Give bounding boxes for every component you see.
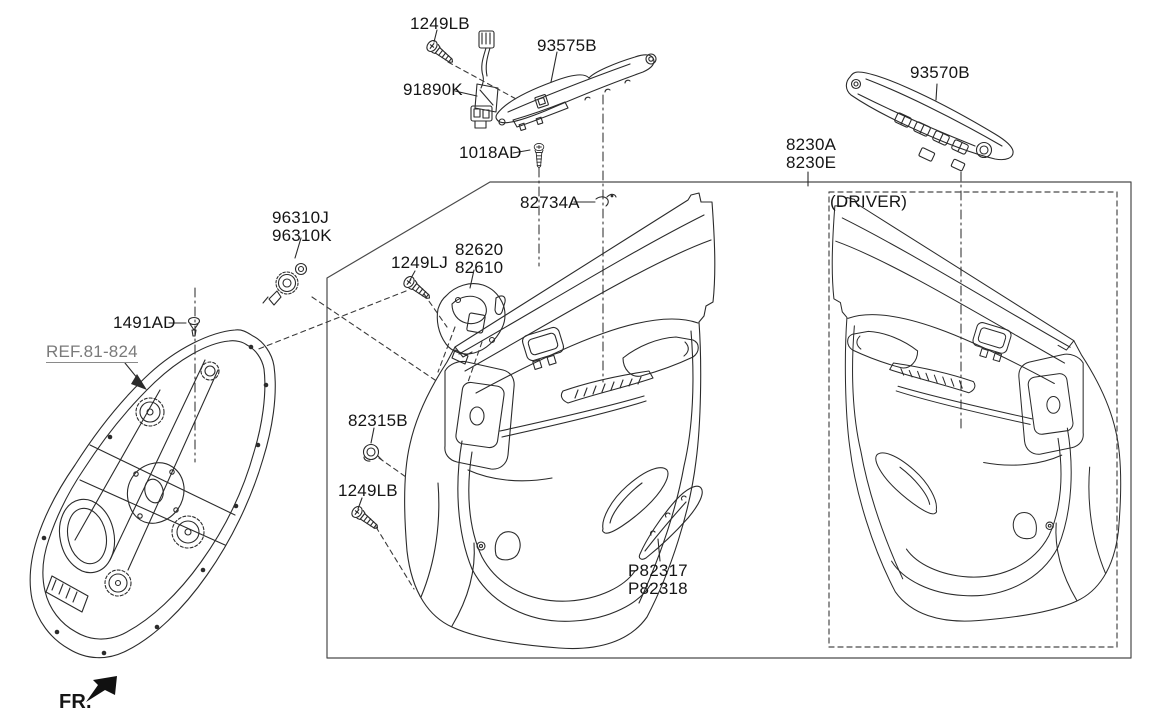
callout-ref-81-824: REF.81-824 (46, 342, 138, 363)
callout-1249lj: 1249LJ (391, 253, 448, 272)
regulator-gears (104, 361, 220, 597)
callout-8230e: 8230E (786, 153, 837, 172)
callout-p82318: P82318 (628, 579, 688, 598)
callout-96310j: 96310J (272, 208, 329, 227)
door-module-ref-drawing (29, 329, 276, 659)
callout-1491ad: 1491AD (113, 313, 176, 332)
callout-82734a: 82734A (520, 193, 580, 212)
callout-8230a: 8230A (786, 135, 837, 154)
callout-p82317: P82317 (628, 561, 688, 580)
mirror-switch-knob (975, 141, 993, 159)
callout-82610: 82610 (455, 258, 504, 277)
callout-1249lb-top: 1249LB (410, 14, 470, 33)
main-assembly-box (326, 181, 1132, 659)
ref-leader-arrowhead (131, 374, 147, 390)
garnish-93575b-drawing (495, 53, 657, 132)
speaker-opening (58, 498, 116, 574)
leader-lines (124, 29, 938, 562)
callout-93570b: 93570B (910, 63, 970, 82)
screw-1249lb-top-drawing (424, 37, 457, 68)
door-trim-panel-drawing (404, 192, 716, 650)
assembly-boundary-boxes (326, 181, 1132, 659)
callout-91890k: 91890K (403, 80, 463, 99)
front-marker-label: FR. (59, 691, 92, 713)
clip-82734a-drawing (595, 193, 617, 207)
trim-p82317-drawing (638, 485, 703, 560)
panel-bolts (41, 344, 269, 656)
dashed-leader-lines (255, 61, 519, 590)
driver-dashed-box (828, 191, 1118, 648)
junction-91890k-drawing (470, 30, 499, 129)
callout-82620: 82620 (455, 240, 504, 259)
switch-panel-93570b-drawing (845, 71, 1014, 172)
driver-note: (DRIVER) (830, 192, 908, 211)
screw-1249lj-drawing (401, 273, 434, 304)
screw-1018ad-drawing (533, 142, 545, 169)
inside-handle-82620-drawing (436, 283, 506, 365)
callout-1018ad: 1018AD (459, 143, 522, 162)
callout-93575b: 93575B (537, 36, 597, 55)
window-switch-rockers (894, 112, 969, 155)
tweeter-96310-drawing (262, 262, 308, 306)
driver-door-trim-panel-drawing (831, 196, 1122, 622)
callout-82315b: 82315B (348, 411, 408, 430)
clip-1491ad-drawing (187, 316, 201, 337)
callout-1249lb-bottom: 1249LB (338, 481, 398, 500)
callout-96310k: 96310K (272, 226, 332, 245)
front-direction-arrow (86, 676, 117, 702)
